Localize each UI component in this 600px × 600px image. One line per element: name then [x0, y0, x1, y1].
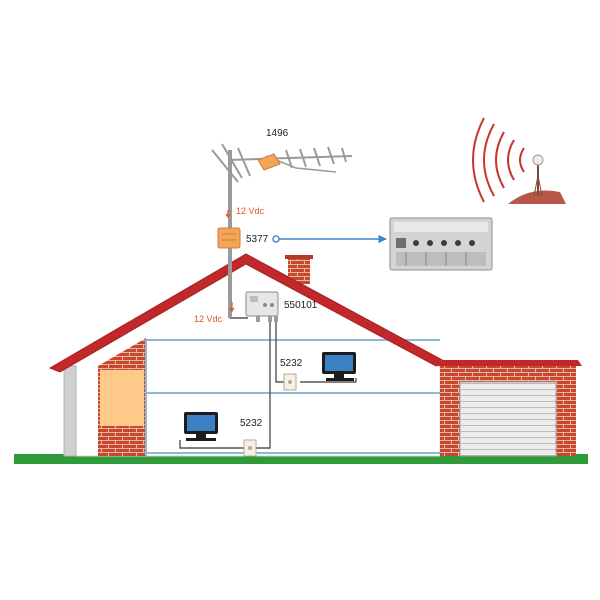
amplifier-icon	[217, 227, 241, 249]
garage-door-icon	[459, 381, 557, 457]
brick-gable	[98, 338, 146, 370]
power-marker-roof	[229, 302, 235, 313]
tv-icon	[184, 412, 218, 441]
power-label-roof: 12 Vdc	[194, 314, 223, 324]
power-label-mast: 12 Vdc	[236, 206, 265, 216]
broadcast-tower-icon	[472, 117, 566, 204]
wall-outlet-icon	[283, 373, 297, 391]
garage	[436, 360, 582, 457]
amplifier-model-label: 5377	[246, 234, 269, 245]
grass	[14, 454, 588, 464]
signal-waves	[472, 117, 525, 203]
outlet-upper-label: 5232	[280, 358, 303, 369]
antenna-model-label: 1496	[266, 128, 289, 139]
outlet-lower-label: 5232	[240, 418, 263, 429]
doorway	[100, 370, 144, 426]
chimney-icon	[285, 255, 313, 284]
control-panel-icon	[389, 217, 493, 271]
porch-column	[63, 365, 77, 457]
antenna-icon	[211, 143, 353, 183]
distributor-model-label: 550101	[284, 300, 318, 311]
power-marker-mast	[225, 210, 231, 219]
splitter-icon	[245, 291, 279, 322]
tv-icon	[322, 352, 356, 381]
arrow-origin	[272, 235, 280, 243]
wall-outlet-icon	[243, 439, 257, 457]
